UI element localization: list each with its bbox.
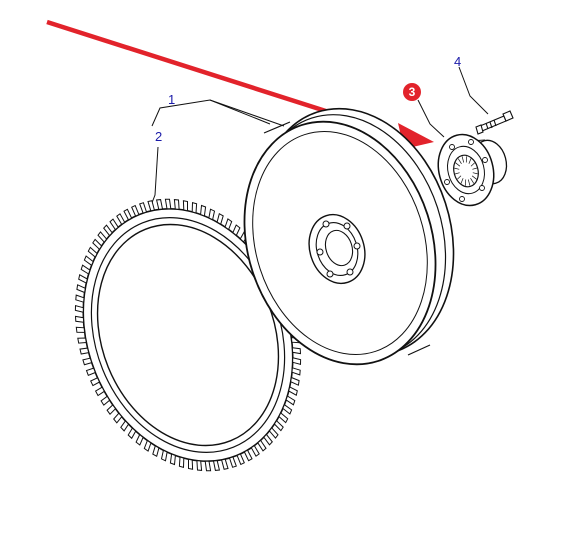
gear-tooth	[165, 199, 170, 209]
gear-tooth	[96, 387, 105, 395]
gear-tooth	[91, 378, 100, 386]
gear-tooth	[88, 247, 97, 257]
gear-tooth	[114, 413, 122, 423]
gear-tooth	[214, 461, 220, 471]
callout-1: 1	[168, 93, 175, 106]
gear-tooth	[117, 214, 125, 225]
gear-tooth	[77, 285, 85, 293]
callout-2: 2	[155, 130, 162, 143]
gear-tooth	[244, 450, 252, 461]
gear-tooth	[157, 200, 163, 210]
callout-3-highlight-badge: 3	[403, 83, 421, 101]
gear-tooth	[230, 457, 237, 467]
gear-tooth	[136, 435, 143, 445]
gear-tooth	[128, 428, 136, 438]
gear-tooth	[93, 239, 102, 249]
callout-3: 3	[409, 85, 416, 99]
gear-tooth	[291, 378, 299, 386]
gear-tooth	[153, 446, 159, 457]
gear-tooth	[279, 413, 288, 423]
gear-tooth	[292, 368, 300, 375]
gear-tooth	[289, 387, 298, 395]
gear-tooth	[162, 450, 168, 461]
gear-tooth	[110, 219, 118, 230]
gear-tooth	[101, 396, 110, 405]
gear-tooth	[183, 201, 187, 211]
gear-tooth	[76, 295, 84, 302]
gear-tooth	[98, 232, 107, 242]
gear-tooth	[292, 348, 300, 354]
gear-tooth	[217, 214, 223, 225]
flywheel	[214, 83, 484, 389]
gear-tooth	[148, 201, 154, 211]
gear-tooth	[251, 446, 259, 457]
gear-tooth	[79, 275, 88, 283]
gear-tooth	[274, 421, 283, 431]
gear-tooth	[225, 219, 232, 230]
callout-4: 4	[454, 55, 461, 68]
gear-tooth	[201, 206, 206, 217]
gear-tooth	[107, 405, 115, 414]
gear-tooth	[78, 338, 87, 343]
gear-tooth	[293, 358, 301, 365]
gear-tooth	[264, 434, 273, 444]
gear-tooth	[76, 316, 84, 322]
gear-tooth	[258, 440, 266, 451]
gear-tooth	[283, 405, 292, 414]
gear-tooth	[174, 200, 179, 210]
gear-tooth	[192, 203, 196, 213]
gear-tooth	[197, 461, 202, 471]
gear-tooth	[81, 265, 90, 274]
gear-tooth	[84, 256, 93, 265]
gear-tooth	[124, 209, 132, 220]
gear-tooth	[75, 306, 83, 313]
gear-tooth	[121, 421, 129, 431]
gear-tooth	[144, 441, 151, 452]
gear-tooth	[233, 225, 240, 235]
gear-tooth	[83, 358, 92, 365]
gear-tooth	[286, 396, 295, 405]
gear-tooth	[237, 454, 244, 465]
gear-tooth	[87, 368, 96, 375]
gear-tooth	[80, 348, 89, 354]
bolt	[476, 111, 513, 134]
gear-tooth	[209, 209, 215, 220]
gear-tooth	[205, 461, 210, 471]
gear-tooth	[104, 225, 113, 235]
gear-tooth	[179, 457, 183, 467]
gear-tooth	[170, 454, 175, 465]
gear-tooth	[76, 327, 84, 332]
gear-tooth	[140, 203, 147, 213]
gear-tooth	[269, 428, 278, 438]
gear-tooth	[189, 459, 193, 469]
gear-tooth	[132, 206, 139, 217]
gear-tooth	[222, 459, 228, 469]
